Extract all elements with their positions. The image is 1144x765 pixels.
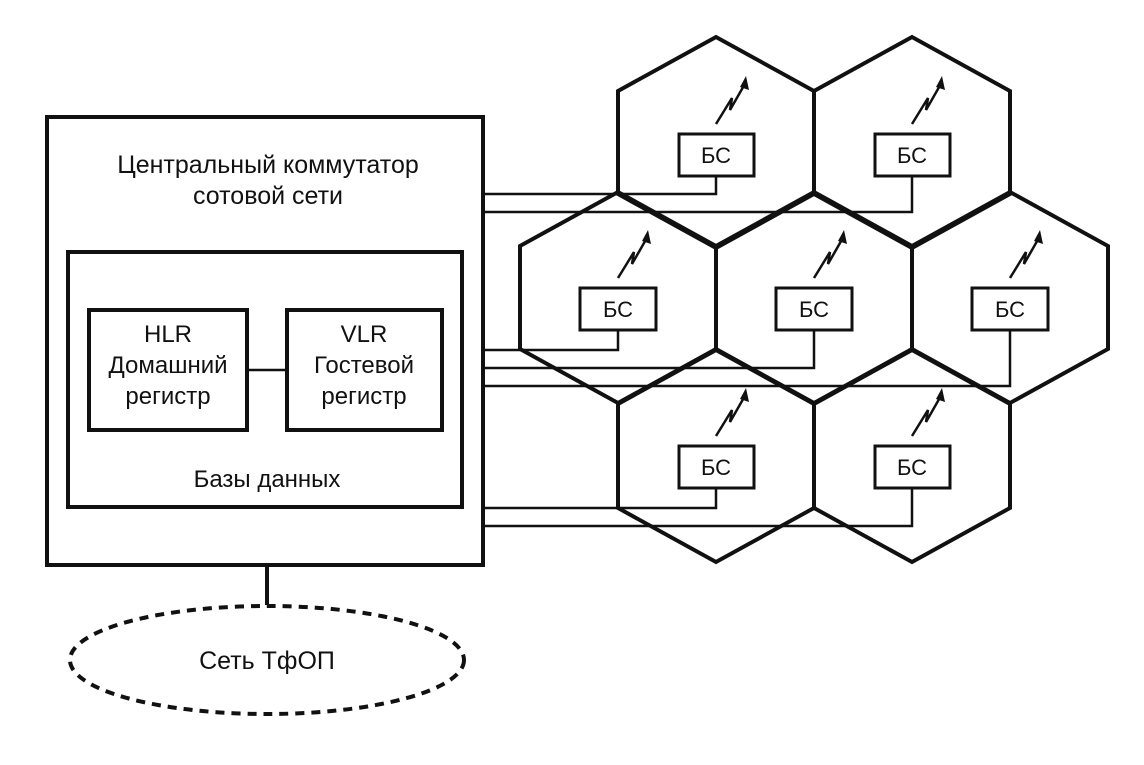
trunk-line-top-left bbox=[483, 176, 718, 196]
antenna-lightning-icon bbox=[616, 230, 651, 279]
antenna-lightning-icon bbox=[714, 388, 749, 437]
bs-box bbox=[677, 132, 756, 178]
vlr-register: VLR Гостевой регистр bbox=[285, 308, 444, 432]
base-station-top-right: БС bbox=[873, 76, 952, 178]
bs-box bbox=[873, 444, 952, 490]
antenna-lightning-icon bbox=[910, 388, 945, 437]
base-station-bottom-right: БС bbox=[873, 388, 952, 490]
bs-label: БС bbox=[995, 297, 1025, 322]
databases-label: Базы данных bbox=[194, 466, 341, 493]
trunk-line-mid-right bbox=[483, 330, 1012, 388]
base-station-mid-center: БС bbox=[774, 230, 854, 332]
vlr-box bbox=[285, 308, 444, 432]
hlr-line2: Домашний bbox=[108, 352, 227, 379]
central-switch: Центральный коммутатор сотовой сети bbox=[45, 115, 485, 567]
bs-label: БС bbox=[897, 455, 927, 480]
switch-title-line2: сотовой сети bbox=[193, 182, 343, 210]
bs-label: БС bbox=[897, 143, 927, 168]
switch-title-line1: Центральный коммутатор bbox=[117, 151, 419, 179]
vlr-line1: VLR bbox=[341, 321, 388, 348]
hlr-line1: HLR bbox=[144, 321, 192, 348]
antenna-lightning-icon bbox=[1008, 230, 1043, 279]
bs-box bbox=[873, 132, 952, 178]
antenna-lightning-icon bbox=[812, 230, 847, 279]
bs-box bbox=[774, 286, 854, 332]
hlr-line3: регистр bbox=[125, 383, 210, 410]
base-station-mid-right: БС bbox=[970, 230, 1050, 332]
bs-label: БС bbox=[701, 143, 731, 168]
vlr-line2: Гостевой bbox=[314, 352, 414, 379]
databases-box: Базы данных bbox=[66, 250, 464, 509]
base-station-bottom-left: БС bbox=[677, 388, 756, 490]
trunk-line-bottom-left bbox=[483, 488, 718, 510]
bs-box bbox=[578, 286, 658, 332]
pstn-label: Сеть ТфОП bbox=[199, 647, 335, 675]
bs-box bbox=[677, 444, 756, 490]
hex-cell-bottom-right bbox=[812, 347, 1012, 565]
hlr-register: HLR Домашний регистр bbox=[87, 308, 249, 432]
antenna-lightning-icon bbox=[714, 76, 749, 125]
bs-label: БС bbox=[799, 297, 829, 322]
databases-frame bbox=[66, 250, 464, 509]
trunk-line-mid-left bbox=[483, 330, 620, 352]
vlr-line3: регистр bbox=[321, 383, 406, 410]
base-station-top-left: БС bbox=[677, 76, 756, 178]
trunk-line-mid-center bbox=[483, 330, 816, 370]
antenna-lightning-icon bbox=[910, 76, 945, 125]
base-station-mid-left: БС bbox=[578, 230, 658, 332]
trunk-lines bbox=[483, 176, 1012, 528]
bs-box bbox=[970, 286, 1050, 332]
trunk-line-bottom-right bbox=[483, 488, 914, 528]
pstn-network: Сеть ТфОП bbox=[68, 604, 466, 716]
bs-label: БС bbox=[603, 297, 633, 322]
bs-label: БС bbox=[701, 455, 731, 480]
pstn-ellipse bbox=[68, 604, 466, 716]
trunk-line-top-right bbox=[483, 176, 914, 214]
